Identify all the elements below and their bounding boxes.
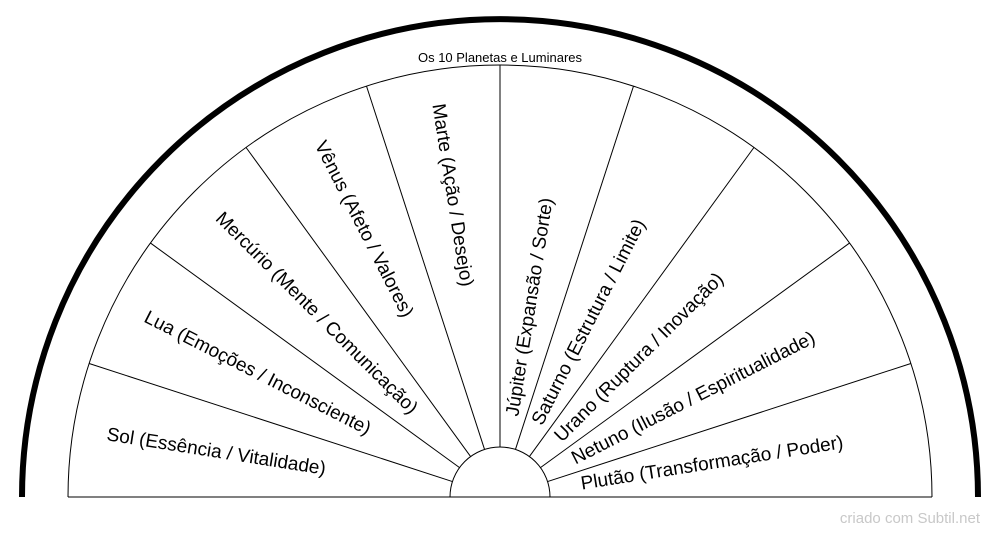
segment-label: Sol (Essência / Vitalidade) (105, 424, 327, 479)
divider-line (514, 85, 634, 450)
segment-label: Vênus (Afeto / Valores) (310, 138, 417, 321)
chart-title: Os 10 Planetas e Luminares (418, 50, 583, 65)
divider-line (528, 147, 755, 457)
chart-labels: Sol (Essência / Vitalidade)Lua (Emoções … (105, 102, 845, 494)
divider-line (245, 147, 472, 457)
chart-lines (19, 16, 981, 498)
segment-label: Mercúrio (Mente / Comunicação) (211, 208, 421, 418)
divider-line (88, 363, 453, 483)
hub-arc (449, 446, 551, 498)
outer-arc (19, 16, 981, 498)
segment-label: Marte (Ação / Desejo) (427, 102, 477, 288)
divider-line (547, 363, 912, 483)
divider-line (540, 242, 850, 469)
credit-text: criado com Subtil.net (839, 510, 980, 527)
divider-line (150, 242, 460, 469)
divider-line (366, 85, 486, 450)
